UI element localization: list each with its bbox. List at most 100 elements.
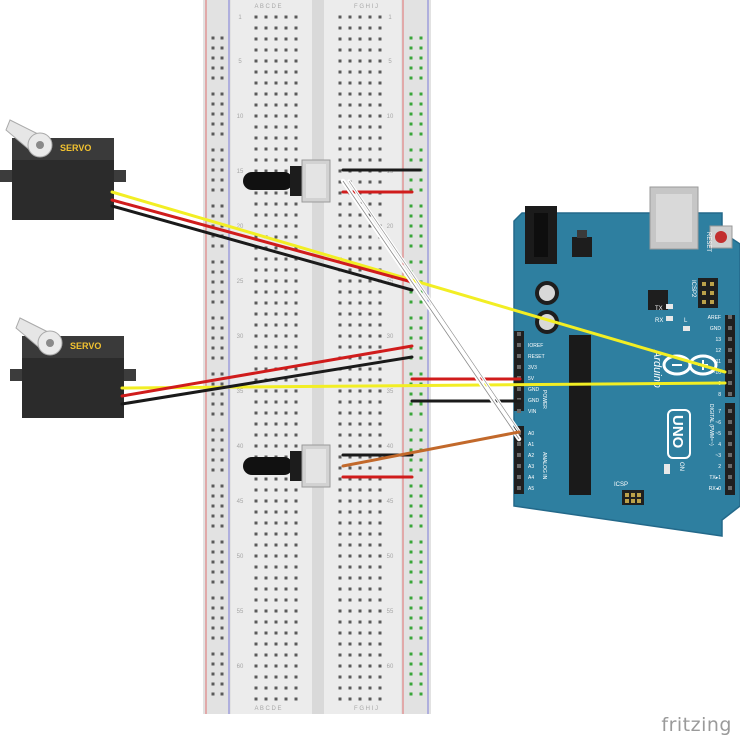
power-pin-label: GND bbox=[528, 398, 540, 404]
power-pin-hole[interactable] bbox=[517, 409, 521, 413]
row-number-left: 10 bbox=[237, 114, 244, 120]
breadboard-holes bbox=[211, 15, 423, 701]
potentiometer-2-knob[interactable] bbox=[243, 457, 293, 475]
potentiometer-2[interactable] bbox=[243, 444, 331, 488]
power-pin-hole[interactable] bbox=[517, 343, 521, 347]
row-number-left: 5 bbox=[238, 59, 242, 65]
digital-top-pin-hole[interactable] bbox=[728, 315, 732, 319]
row-number-right: 25 bbox=[387, 279, 394, 285]
left-power-rail bbox=[203, 0, 231, 714]
digital-top-pin-hole[interactable] bbox=[728, 392, 732, 396]
digital-top-pin-label: ~11 bbox=[713, 359, 721, 365]
digital-bottom-pin-hole[interactable] bbox=[728, 453, 732, 457]
icsp2-header bbox=[698, 278, 718, 308]
analog-pin-hole[interactable] bbox=[517, 442, 521, 446]
digital-bottom-pin-hole[interactable] bbox=[728, 442, 732, 446]
servo-2-label: SERVO bbox=[70, 341, 101, 351]
analog-pin-hole[interactable] bbox=[517, 486, 521, 490]
tx-label: TX bbox=[655, 306, 663, 312]
analog-pin-label: A0 bbox=[528, 431, 534, 437]
column-letters-left-top: A B C D E bbox=[254, 4, 281, 10]
analog-pin-label: A4 bbox=[528, 475, 534, 481]
rx-led bbox=[666, 316, 673, 321]
reset-button-cap[interactable] bbox=[715, 231, 727, 243]
wire-servo2-power-red[interactable] bbox=[120, 344, 414, 398]
row-number-right: 10 bbox=[387, 114, 394, 120]
wire-pot2-signal-orange[interactable] bbox=[341, 430, 521, 468]
arduino-uno-board: RESET ICSP2 TX RX L ON Arduino UNO bbox=[513, 186, 740, 537]
analog-pin-hole[interactable] bbox=[517, 475, 521, 479]
row-number-right: 55 bbox=[387, 609, 394, 615]
digital-top-pin-hole[interactable] bbox=[728, 370, 732, 374]
column-letters-right-bottom: F G H I J bbox=[354, 706, 378, 712]
row-number-right: 60 bbox=[387, 664, 394, 670]
digital-top-pin-hole[interactable] bbox=[728, 359, 732, 363]
row-number-left: 20 bbox=[237, 224, 244, 230]
digital-bottom-pin-label: ~6 bbox=[715, 420, 721, 426]
row-number-left: 40 bbox=[237, 444, 244, 450]
icsp-header bbox=[622, 490, 644, 505]
power-pin-label: 5V bbox=[528, 376, 535, 382]
row-number-right: 30 bbox=[387, 334, 394, 340]
row-number-right: 50 bbox=[387, 554, 394, 560]
digital-top-pin-label: 12 bbox=[715, 348, 721, 354]
icsp2-label: ICSP2 bbox=[690, 280, 696, 298]
wire-servo1-ground-black[interactable] bbox=[110, 204, 414, 292]
digital-bottom-pin-hole[interactable] bbox=[728, 409, 732, 413]
arduino-brand: Arduino bbox=[651, 349, 663, 388]
row-number-left: 55 bbox=[237, 609, 244, 615]
digital-top-pin-label: GND bbox=[710, 326, 722, 332]
analog-pin-hole[interactable] bbox=[517, 453, 521, 457]
digital-bottom-pin-hole[interactable] bbox=[728, 475, 732, 479]
power-pin-hole[interactable] bbox=[517, 354, 521, 358]
row-number-right: 20 bbox=[387, 224, 394, 230]
digital-bottom-pin-hole[interactable] bbox=[728, 420, 732, 424]
row-number-right: 40 bbox=[387, 444, 394, 450]
column-letters-left-bottom: A B C D E bbox=[254, 706, 281, 712]
row-number-left: 1 bbox=[238, 15, 242, 21]
power-pin-hole[interactable] bbox=[517, 387, 521, 391]
fritzing-watermark: fritzing bbox=[661, 714, 732, 736]
power-header bbox=[514, 331, 524, 411]
digital-top-pin-label: 8 bbox=[718, 392, 721, 398]
servo-1-left-tab bbox=[0, 170, 14, 182]
digital-bottom-pin-hole[interactable] bbox=[728, 486, 732, 490]
digital-bottom-pin-label: ~3 bbox=[715, 453, 721, 459]
uno-label: UNO bbox=[669, 415, 686, 449]
analog-pin-hole[interactable] bbox=[517, 464, 521, 468]
digital-bottom-pin-label: 7 bbox=[718, 409, 721, 415]
tx-led bbox=[666, 304, 673, 309]
digital-top-pin-hole[interactable] bbox=[728, 337, 732, 341]
row-number-left: 60 bbox=[237, 664, 244, 670]
reset-label: RESET bbox=[705, 232, 711, 252]
digital-top-pin-hole[interactable] bbox=[728, 348, 732, 352]
digital-bottom-pin-label: ~5 bbox=[715, 431, 721, 437]
analog-pin-label: A5 bbox=[528, 486, 534, 492]
wire-servo1-power-red[interactable] bbox=[110, 198, 414, 284]
power-pin-hole[interactable] bbox=[517, 365, 521, 369]
row-number-right: 5 bbox=[388, 59, 392, 65]
servo-1-label: SERVO bbox=[60, 143, 91, 153]
header-pin-labels: IOREFRESET3V35VGNDGNDVINA0A1A2A3A4A5AREF… bbox=[528, 315, 721, 492]
row-number-left: 35 bbox=[237, 389, 244, 395]
digital-top-pin-hole[interactable] bbox=[728, 326, 732, 330]
digital-bottom-pin-hole[interactable] bbox=[728, 464, 732, 468]
voltage-regulator bbox=[572, 237, 592, 257]
rx-label: RX bbox=[655, 318, 663, 324]
column-letters-right-top: F G H I J bbox=[354, 4, 378, 10]
power-pin-label: RESET bbox=[528, 354, 545, 360]
potentiometer-1[interactable] bbox=[243, 159, 331, 203]
digital-top-pin-label: AREF bbox=[708, 315, 721, 321]
digital-top-pin-label: ~10 bbox=[713, 370, 722, 376]
row-number-right: 35 bbox=[387, 389, 394, 395]
digital-header-top bbox=[725, 315, 735, 397]
row-number-left: 30 bbox=[237, 334, 244, 340]
power-pin-label: VIN bbox=[528, 409, 537, 415]
power-pin-hole[interactable] bbox=[517, 332, 521, 336]
potentiometer-1-knob[interactable] bbox=[243, 172, 293, 190]
wire-servo2-ground-black[interactable] bbox=[120, 355, 414, 406]
on-led bbox=[664, 464, 670, 474]
digital-top-pin-hole[interactable] bbox=[728, 381, 732, 385]
digital-bottom-pin-hole[interactable] bbox=[728, 431, 732, 435]
